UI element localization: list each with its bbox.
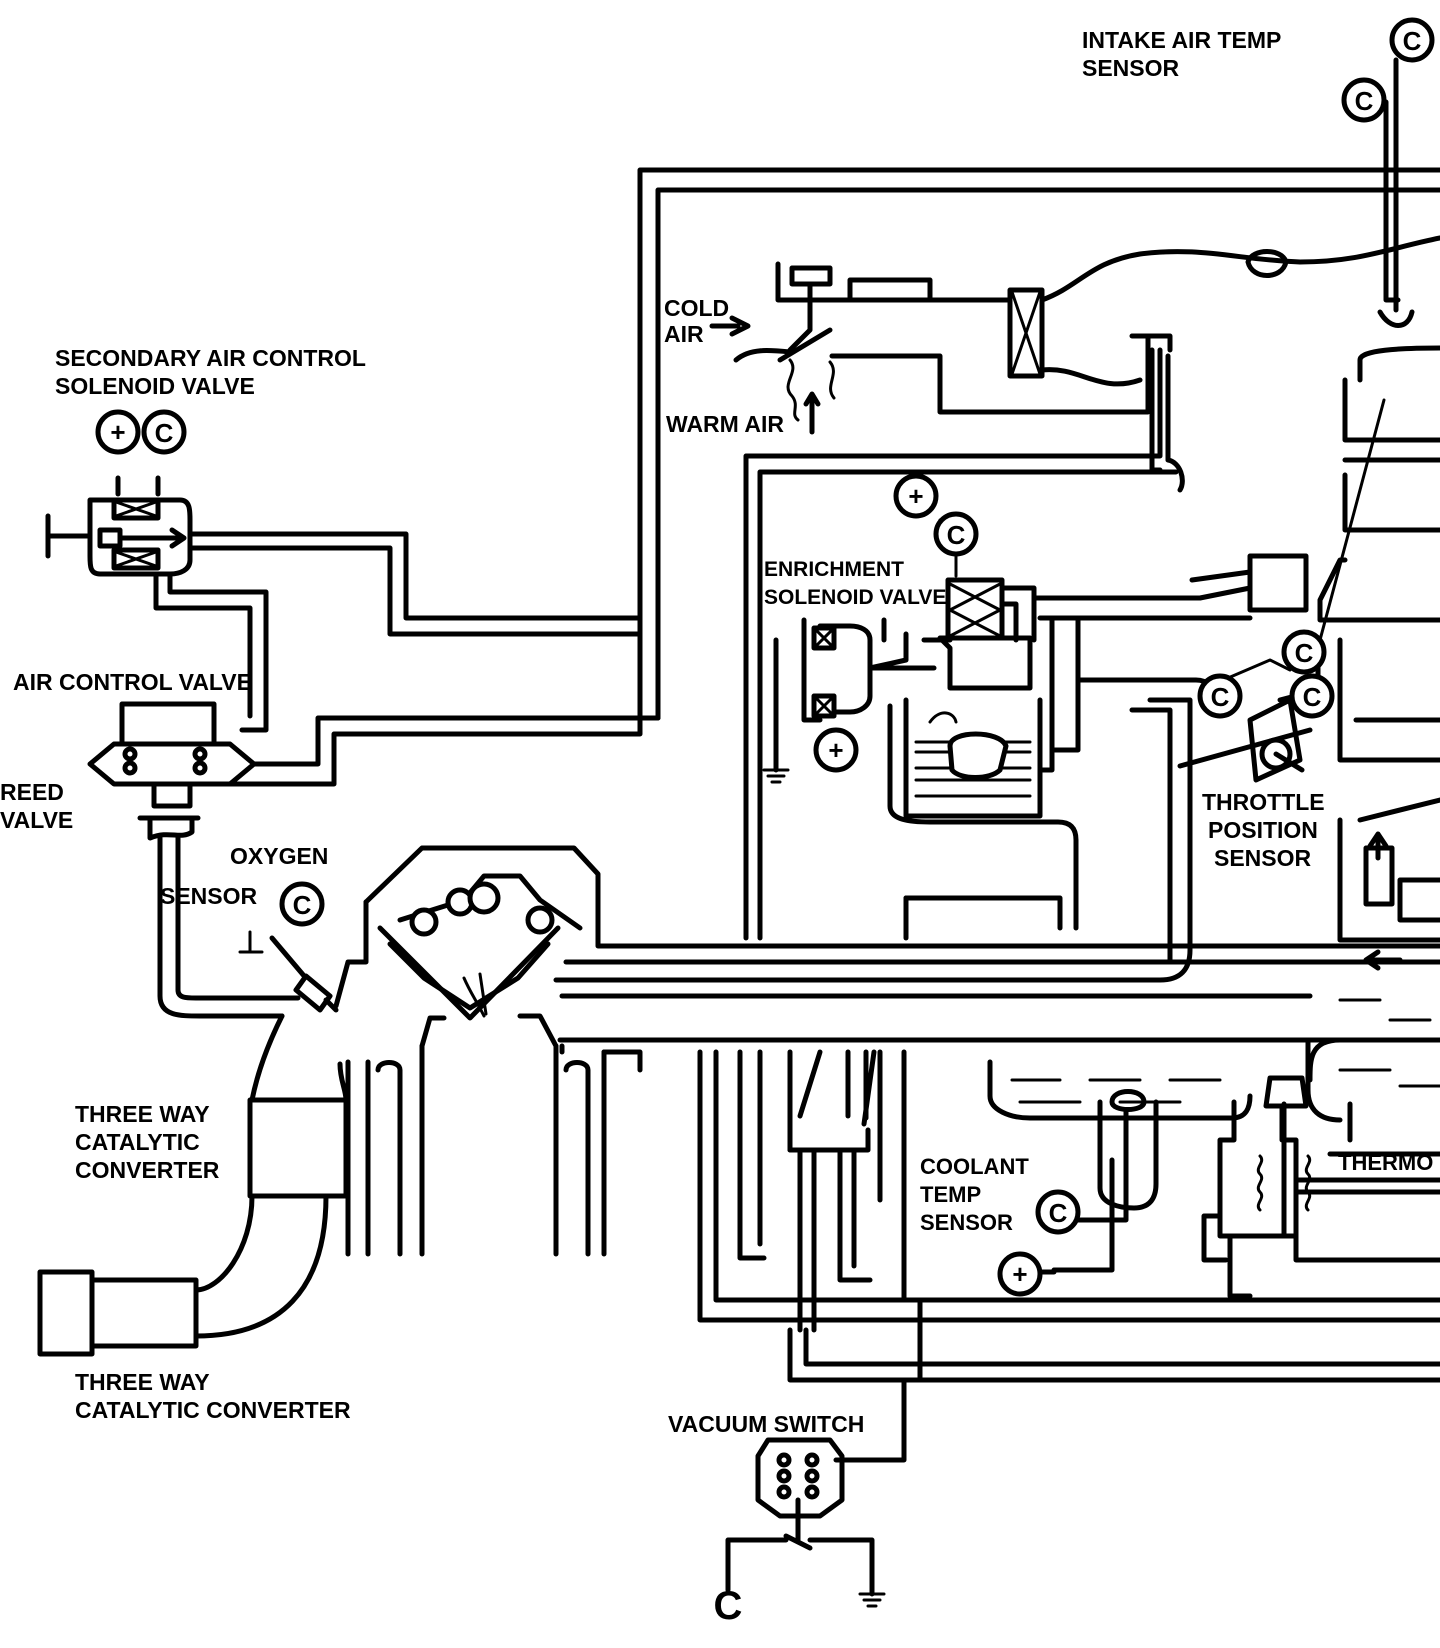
air-cleaner-housing xyxy=(1007,235,1440,623)
symbol-plus: + xyxy=(1012,1259,1027,1289)
intake-air-temp-sensor-wire xyxy=(1377,57,1415,328)
label-three-way-converter-upper-2: CATALYTIC xyxy=(75,1129,200,1155)
label-three-way-converter-upper-1: THREE WAY xyxy=(75,1101,210,1127)
label-reed-valve-2: VALVE xyxy=(0,807,73,833)
symbol-c: C xyxy=(155,418,174,448)
symbol-c: C xyxy=(1049,1198,1068,1228)
label-coolant-temp-sensor-2: TEMP xyxy=(920,1182,981,1207)
label-thermo: THERMO xyxy=(1338,1150,1433,1175)
label-three-way-converter-lower-1: THREE WAY xyxy=(75,1369,210,1395)
power-valve-positive-terminal: + xyxy=(813,727,859,773)
symbol-c: C xyxy=(1303,682,1322,712)
throttle-body-hose xyxy=(1075,553,1309,693)
label-throttle-position-sensor-3: SENSOR xyxy=(1214,845,1312,871)
label-three-way-converter-upper-3: CONVERTER xyxy=(75,1157,220,1183)
label-coolant-temp-sensor-1: COOLANT xyxy=(920,1154,1029,1179)
label-throttle-position-sensor-2: POSITION xyxy=(1208,817,1318,843)
secondary-air-positive-terminal: + xyxy=(95,409,141,455)
label-vacuum-switch: VACUUM SWITCH xyxy=(668,1411,864,1437)
vacuum-hose-enrichment xyxy=(743,347,1179,941)
intake-air-temp-common-terminal-2: C xyxy=(1341,77,1387,123)
oxygen-sensor xyxy=(238,903,339,1013)
label-reed-valve-1: REED xyxy=(0,779,64,805)
exhaust-pipe xyxy=(37,1013,349,1357)
oxygen-sensor-common-terminal: C xyxy=(279,881,325,927)
label-throttle-position-sensor-1: THROTTLE xyxy=(1202,789,1325,815)
carburetor-float-bowl xyxy=(887,697,1079,941)
label-cold-air-2: AIR xyxy=(664,321,704,347)
symbol-c: C xyxy=(947,520,966,550)
label-oxygen-sensor-2: SENSOR xyxy=(160,883,258,909)
symbol-c: C xyxy=(714,1584,743,1628)
enrichment-common-terminal: C xyxy=(933,511,979,557)
label-oxygen-sensor-1: OXYGEN xyxy=(230,843,328,869)
label-warm-air: WARM AIR xyxy=(666,411,784,437)
symbol-c: C xyxy=(1355,86,1374,116)
thermostat xyxy=(1201,1075,1440,1299)
label-three-way-converter-lower-2: CATALYTIC CONVERTER xyxy=(75,1397,351,1423)
symbol-plus: + xyxy=(828,735,843,765)
label-secondary-air-solenoid-1: SECONDARY AIR CONTROL xyxy=(55,345,366,371)
throttle-common-terminal-2: C xyxy=(1197,673,1243,719)
enrichment-solenoid-valve xyxy=(867,518,1203,773)
label-intake-air-temp-sensor-2: SENSOR xyxy=(1082,55,1180,81)
throttle-common-terminal-3: C xyxy=(1289,673,1335,719)
coolant-sensor-common-terminal: C xyxy=(1035,1189,1081,1235)
secondary-air-common-terminal: C xyxy=(141,409,187,455)
symbol-c: C xyxy=(1295,638,1314,668)
label-secondary-air-solenoid-2: SOLENOID VALVE xyxy=(55,373,255,399)
power-valve-diaphragm xyxy=(762,617,937,784)
symbol-c: C xyxy=(1403,26,1422,56)
coolant-jacket xyxy=(987,998,1440,1273)
label-air-control-valve: AIR CONTROL VALVE xyxy=(13,669,252,695)
coolant-sensor-positive-terminal: + xyxy=(997,1251,1043,1297)
air-arrow xyxy=(709,315,751,337)
enrichment-positive-terminal: + xyxy=(893,473,939,519)
label-enrichment-solenoid-1: ENRICHMENT xyxy=(764,558,904,581)
symbol-c: C xyxy=(293,890,312,920)
intake-air-temp-common-terminal: C xyxy=(1389,17,1435,63)
throttle-common-terminal-1: C xyxy=(1281,629,1327,675)
symbol-plus: + xyxy=(908,481,923,511)
symbol-c: C xyxy=(1211,682,1230,712)
vacuum-switch-body xyxy=(725,1437,886,1608)
secondary-air-solenoid-valve xyxy=(45,475,643,733)
vacuum-switch-common-terminal: C xyxy=(714,1584,743,1628)
vacuum-hose-main xyxy=(637,167,1440,721)
label-enrichment-solenoid-2: SOLENOID VALVE xyxy=(764,586,946,609)
air-control-valve xyxy=(87,701,661,1019)
label-cold-air-1: COLD xyxy=(664,295,729,321)
symbol-plus: + xyxy=(110,417,125,447)
engine-block xyxy=(333,697,1440,1257)
vacuum-switch-hoses xyxy=(697,1049,1440,1463)
label-coolant-temp-sensor-3: SENSOR xyxy=(920,1210,1013,1235)
label-intake-air-temp-sensor-1: INTAKE AIR TEMP xyxy=(1082,27,1281,53)
